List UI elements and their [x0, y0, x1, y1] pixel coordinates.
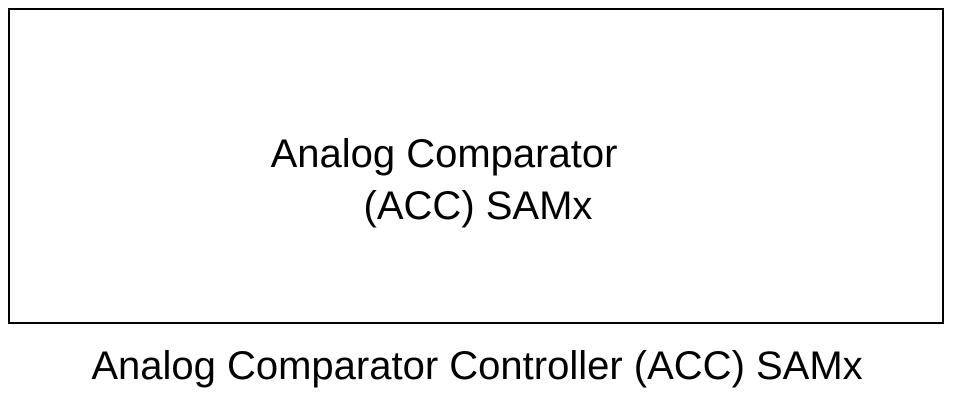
- block-label-line-1: Analog Comparator: [270, 132, 618, 176]
- acc-block: Analog Comparator (ACC) SAMx: [8, 8, 944, 324]
- block-label-line-2: (ACC) SAMx: [363, 184, 593, 228]
- diagram-caption: Analog Comparator Controller (ACC) SAMx: [91, 344, 863, 388]
- block-label: Analog Comparator (ACC) SAMx: [10, 128, 946, 232]
